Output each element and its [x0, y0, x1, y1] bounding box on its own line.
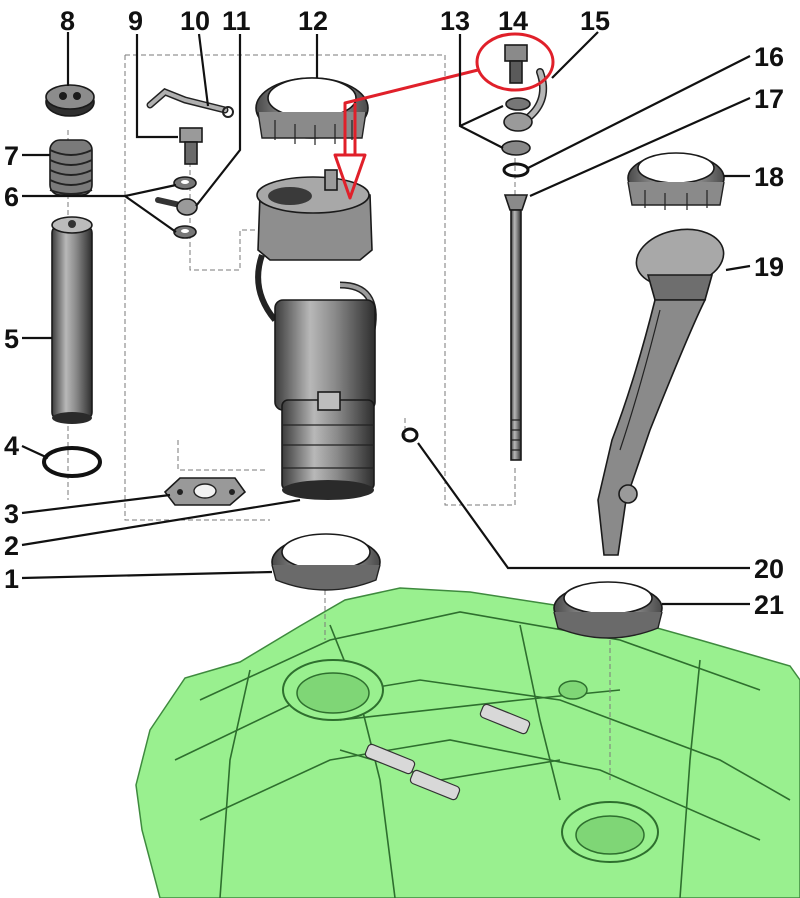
part-suction-pipe	[597, 228, 725, 556]
callout-5: 5	[4, 324, 19, 354]
part-seal-ring-right	[553, 581, 663, 639]
part-highlighted-bolt	[504, 44, 528, 84]
highlight-circle	[475, 32, 555, 92]
callout-13: 13	[440, 6, 470, 36]
callout-11: 11	[222, 6, 251, 36]
tank-fittings	[364, 703, 531, 801]
callout-16: 16	[754, 42, 784, 72]
part-grommet	[45, 84, 95, 117]
callout-21: 21	[754, 590, 784, 620]
callout-2: 2	[4, 531, 19, 561]
callout-10: 10	[180, 6, 210, 36]
callout-7: 7	[4, 141, 19, 171]
part-o-ring	[42, 446, 102, 478]
part-level-sender	[503, 194, 529, 461]
part-fuel-pump-module	[255, 169, 377, 500]
callout-15: 15	[580, 6, 610, 36]
part-washer	[501, 140, 531, 156]
callout-19: 19	[754, 252, 784, 282]
callout-17: 17	[754, 84, 784, 114]
part-bolt	[179, 127, 203, 165]
callout-12: 12	[298, 6, 328, 36]
highlight-annotation	[333, 32, 555, 200]
callout-4: 4	[4, 431, 19, 461]
part-small-o-ring	[401, 427, 419, 443]
callout-20: 20	[754, 554, 784, 584]
part-filter-tube	[51, 216, 93, 424]
fuel-tank	[135, 587, 800, 898]
part-fuel-pipe	[146, 87, 234, 118]
leader-lines	[21, 31, 751, 606]
part-lock-ring-left	[255, 77, 369, 145]
callout-3: 3	[4, 499, 19, 529]
part-lock-ring-right	[627, 152, 725, 210]
callout-8: 8	[60, 6, 75, 36]
callout-18: 18	[754, 162, 784, 192]
callout-14: 14	[498, 6, 528, 36]
part-pipe-bracket	[503, 68, 547, 132]
callout-6: 6	[4, 182, 19, 212]
part-seal-ring-small	[502, 162, 530, 178]
highlight-arrow	[333, 68, 479, 200]
callout-labels: 1 2 3 4 5 6 7 8 9 10 11 12 13 14 15 16 1…	[4, 6, 784, 620]
part-spring	[49, 139, 93, 196]
part-seal-ring-left	[271, 533, 381, 591]
part-flange-plate	[163, 477, 247, 506]
part-washers-banjo	[155, 176, 198, 239]
callout-1: 1	[4, 564, 19, 594]
callout-9: 9	[128, 6, 143, 36]
